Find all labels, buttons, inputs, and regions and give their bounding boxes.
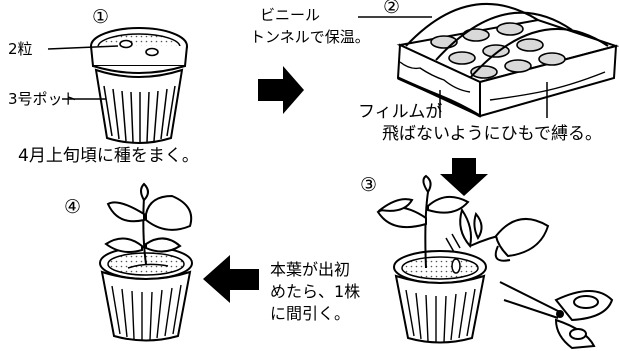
- arrow-left-icon: [203, 255, 259, 303]
- step3-text-line3: に間引く。: [270, 304, 351, 323]
- step3-text-line2: めたら、1株: [270, 282, 361, 301]
- tunnel-label-line2: トンネルで保温。: [250, 28, 370, 46]
- arrow-right-icon: [258, 66, 304, 114]
- step3-number: ③: [360, 174, 378, 196]
- scissors-icon: [499, 281, 614, 350]
- step3-text-line1: 本葉が出初: [270, 260, 351, 279]
- tunnel-label-line1: ビニール: [260, 6, 321, 24]
- step1-pot-illustration: [90, 27, 188, 144]
- step4-pot-illustration: [99, 182, 193, 342]
- seeds-label: 2粒: [8, 40, 33, 58]
- pot-label: 3号ポット: [8, 90, 78, 108]
- step1-caption: 4月上旬頃に種をまく。: [18, 146, 199, 166]
- step2-tunnel-illustration: [396, 2, 619, 118]
- step4-number: ④: [64, 196, 82, 218]
- step2-number: ②: [383, 0, 401, 18]
- seeds-leader-line: [47, 45, 119, 50]
- removed-seedling-illustration: [459, 207, 550, 262]
- arrow-down-icon: [440, 158, 488, 196]
- step3-pot-illustration: [376, 174, 487, 344]
- step2-caption-line1: フィルムが: [358, 102, 443, 122]
- step2-caption-line2: 飛ばないようにひもで縛る。: [382, 124, 602, 144]
- step1-number: ①: [92, 6, 110, 28]
